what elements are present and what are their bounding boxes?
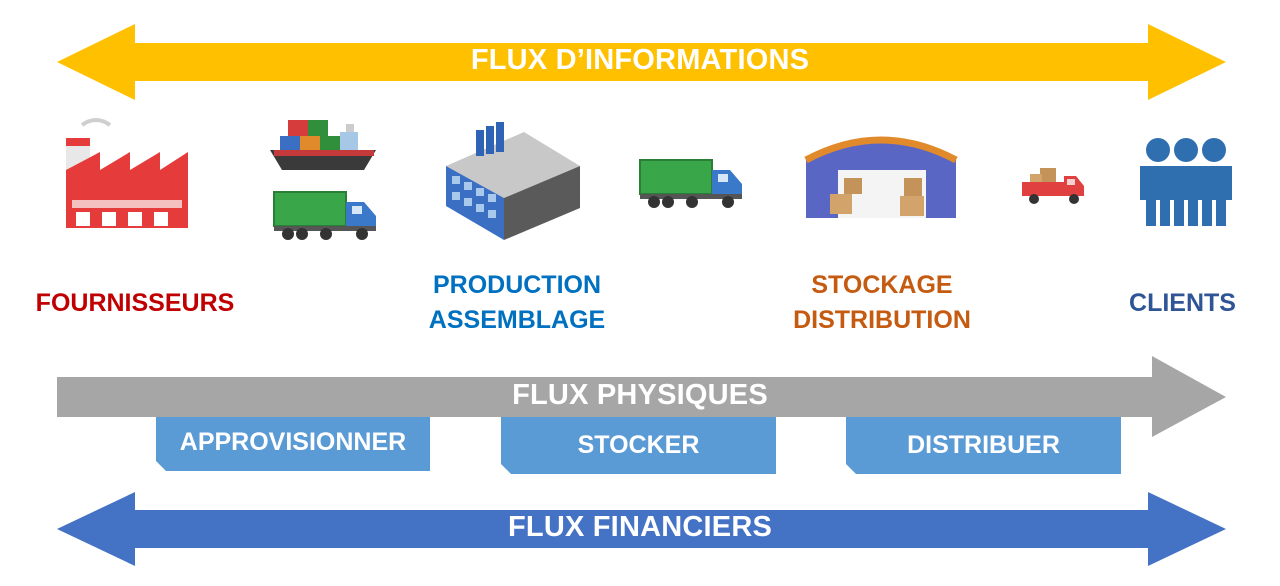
financial-flow-label: FLUX FINANCIERS (508, 511, 772, 543)
suppliers-label: FOURNISSEURS (35, 289, 235, 317)
delivery-van-icon (1022, 168, 1084, 204)
people-group-icon (1140, 138, 1232, 226)
store-tab (501, 417, 776, 474)
supply-label: APPROVISIONNER (179, 428, 407, 456)
warehouse-icon (804, 136, 958, 218)
cargo-ship-icon (270, 120, 376, 170)
information-flow-label: FLUX D’INFORMATIONS (470, 44, 810, 76)
production-label-line2: ASSEMBLAGE (428, 306, 606, 334)
physical-flow-label: FLUX PHYSIQUES (512, 379, 768, 411)
store-label: STOCKER (577, 431, 700, 459)
distribute-tab (846, 417, 1121, 474)
truck-icon-2 (639, 159, 742, 208)
office-building-icon (446, 122, 580, 240)
storage-label-line2: DISTRIBUTION (793, 306, 971, 334)
financial-flow-arrow (57, 492, 1226, 566)
storage-label: STOCKAGE DISTRIBUTION (762, 268, 1002, 338)
production-label-line1: PRODUCTION (432, 271, 602, 299)
information-flow-arrow (57, 24, 1226, 100)
supply-tab (156, 417, 430, 471)
truck-icon (273, 191, 376, 240)
distribute-label: DISTRIBUER (907, 431, 1060, 459)
physical-flow-arrow (57, 356, 1226, 437)
storage-label-line1: STOCKAGE (811, 271, 953, 299)
production-label: PRODUCTION ASSEMBLAGE (397, 268, 637, 338)
factory-icon (66, 118, 188, 228)
clients-label: CLIENTS (1129, 289, 1236, 317)
